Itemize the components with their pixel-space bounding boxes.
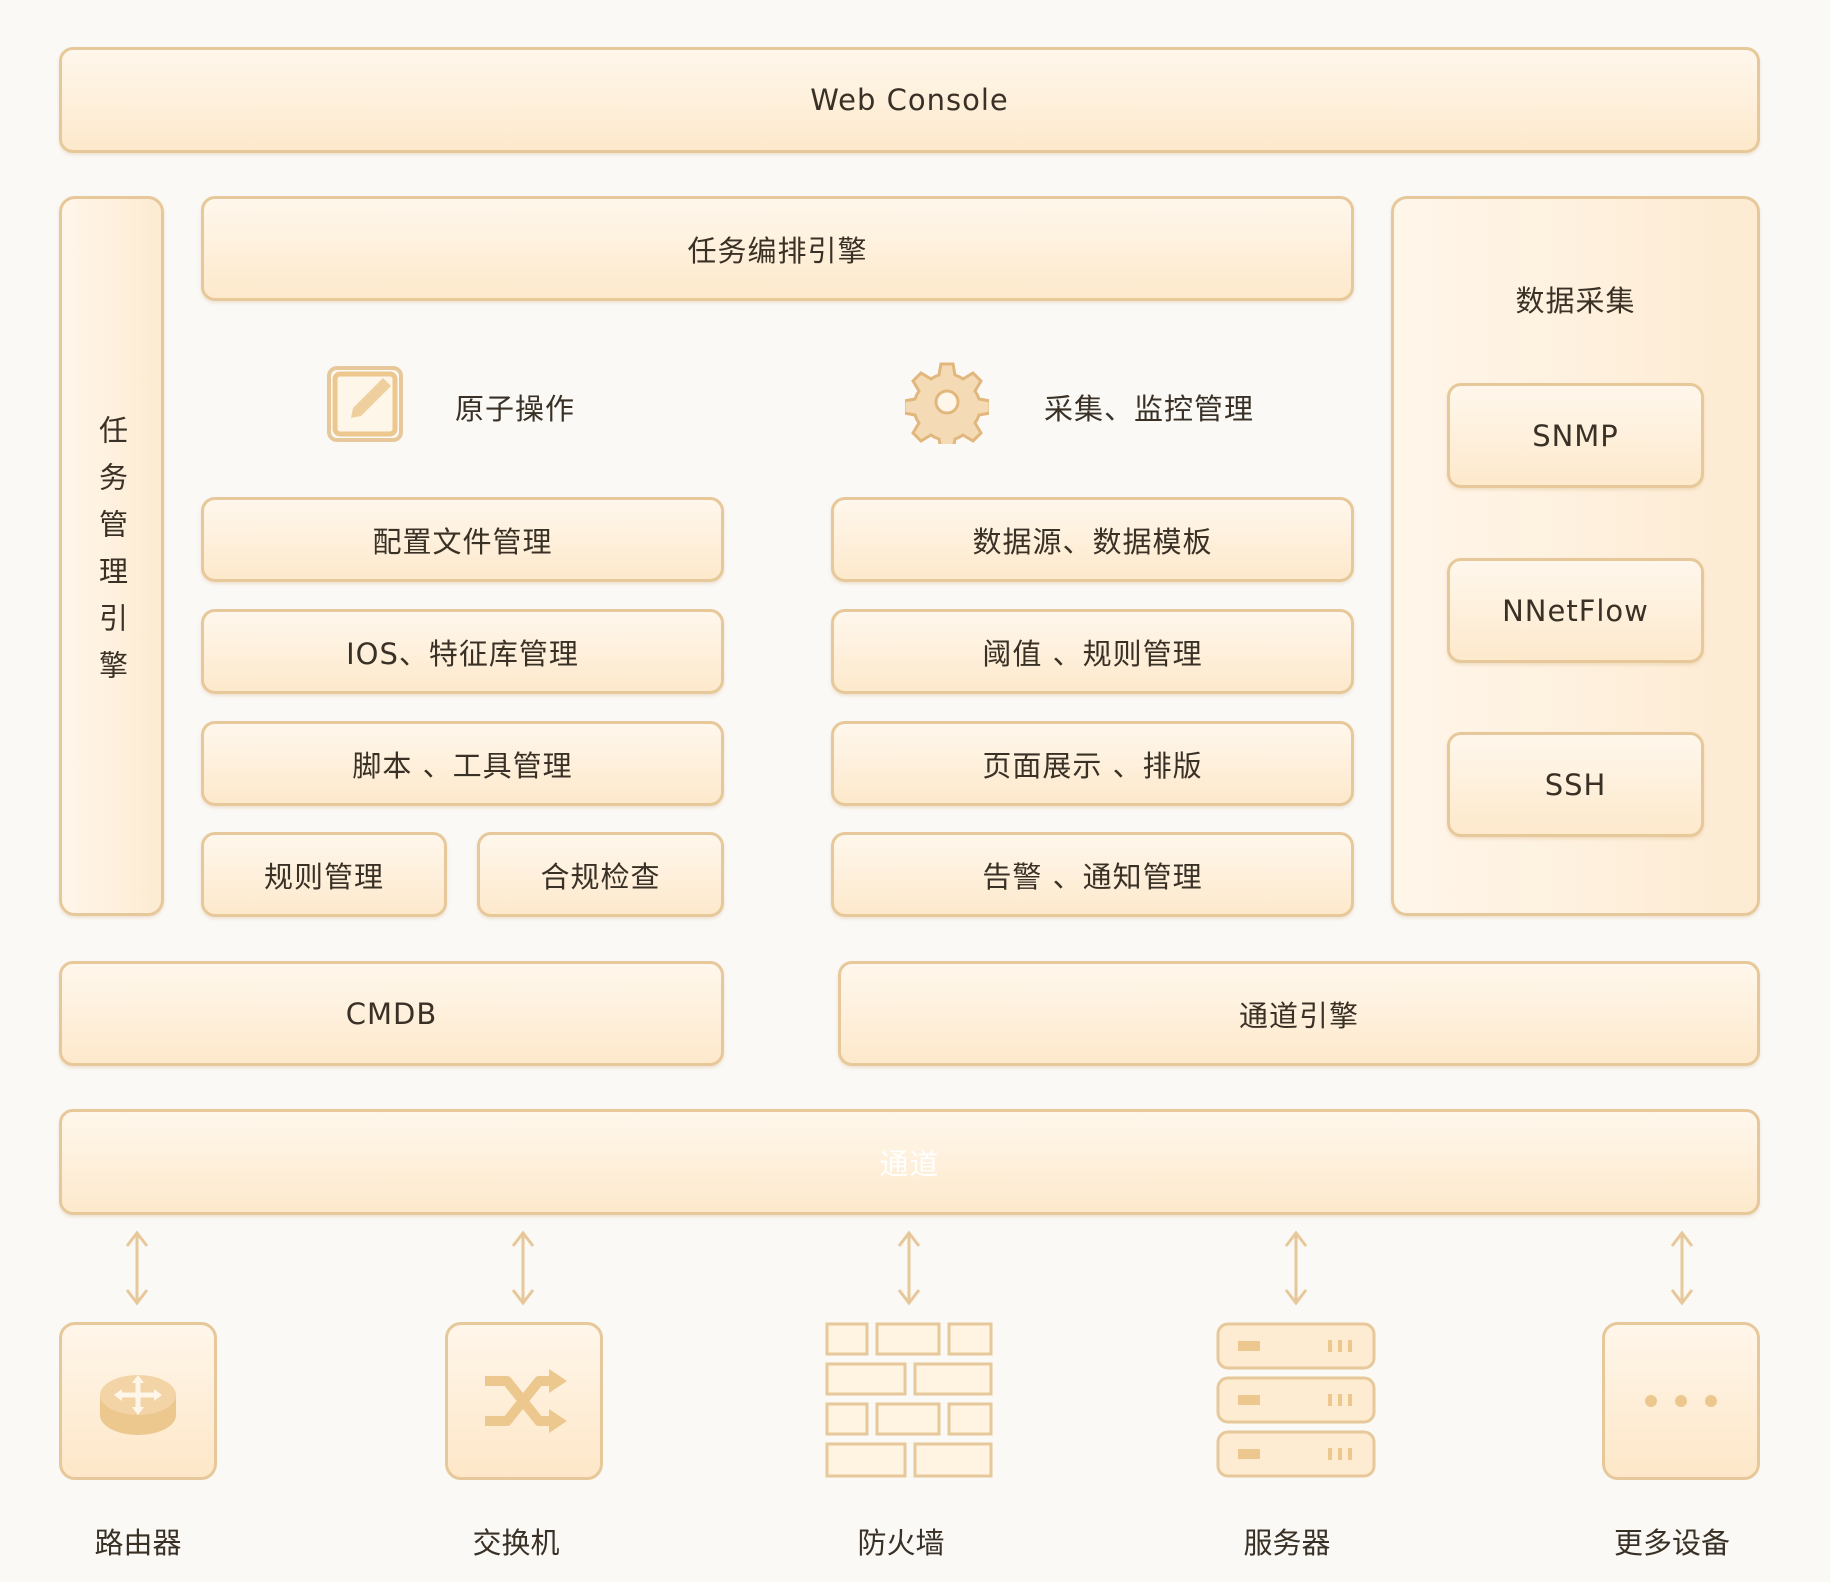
alert-notification-label: 告警 、通知管理 xyxy=(982,859,1203,894)
more-devices-label: 更多设备 xyxy=(1613,1526,1730,1560)
web-console-label: Web Console xyxy=(810,83,1009,117)
ios-feature-library-block: IOS、特征库管理 xyxy=(201,609,724,694)
config-file-management-label: 配置文件管理 xyxy=(372,524,553,559)
tunnel-label: 通道 xyxy=(879,1147,940,1181)
ssh-block: SSH xyxy=(1447,732,1704,837)
task-management-engine-label: 任务管理引擎 xyxy=(94,415,129,697)
edit-icon xyxy=(323,360,409,446)
cmdb-label: CMDB xyxy=(345,996,438,1031)
collection-monitoring-label: 采集、监控管理 xyxy=(1044,392,1255,426)
bidirectional-arrow-icon xyxy=(511,1230,535,1306)
data-source-template-block: 数据源、数据模板 xyxy=(831,497,1354,582)
task-management-engine-panel xyxy=(59,196,164,916)
script-tool-management-label: 脚本 、工具管理 xyxy=(352,748,573,783)
atomic-operations-label: 原子操作 xyxy=(455,392,576,426)
web-console-block: Web Console xyxy=(59,47,1760,153)
rule-management-label: 规则管理 xyxy=(263,859,384,894)
netflow-block: NNetFlow xyxy=(1447,558,1704,663)
bidirectional-arrow-icon xyxy=(1284,1230,1308,1306)
page-display-layout-block: 页面展示 、排版 xyxy=(831,721,1354,806)
rule-management-block: 规则管理 xyxy=(201,832,447,917)
server-label: 服务器 xyxy=(1243,1526,1331,1560)
router-label: 路由器 xyxy=(94,1526,182,1560)
bidirectional-arrow-icon xyxy=(1670,1230,1694,1306)
data-source-template-label: 数据源、数据模板 xyxy=(972,524,1213,559)
script-tool-management-block: 脚本 、工具管理 xyxy=(201,721,724,806)
switch-icon xyxy=(479,1361,569,1441)
ssh-label: SSH xyxy=(1544,767,1607,802)
task-orchestration-engine-block: 任务编排引擎 xyxy=(201,196,1354,301)
server-icon xyxy=(1216,1322,1376,1480)
channel-engine-block: 通道引擎 xyxy=(838,961,1760,1066)
channel-engine-label: 通道引擎 xyxy=(1238,998,1359,1033)
gear-icon xyxy=(905,360,989,444)
tunnel-block: 通道 xyxy=(59,1109,1760,1215)
snmp-block: SNMP xyxy=(1447,383,1704,488)
bidirectional-arrow-icon xyxy=(125,1230,149,1306)
netflow-label: NNetFlow xyxy=(1502,593,1649,628)
alert-notification-block: 告警 、通知管理 xyxy=(831,832,1354,917)
threshold-rule-block: 阈值 、规则管理 xyxy=(831,609,1354,694)
threshold-rule-label: 阈值 、规则管理 xyxy=(982,636,1203,671)
task-management-engine-label-wrap: 任务管理引擎 xyxy=(59,196,164,916)
switch-device xyxy=(445,1322,603,1480)
firewall-label: 防火墙 xyxy=(857,1526,945,1560)
snmp-label: SNMP xyxy=(1532,418,1619,453)
switch-label: 交换机 xyxy=(472,1526,560,1560)
task-orchestration-engine-label: 任务编排引擎 xyxy=(687,233,868,268)
ios-feature-library-label: IOS、特征库管理 xyxy=(346,636,579,671)
data-collection-title: 数据采集 xyxy=(1515,284,1636,318)
page-display-layout-label: 页面展示 、排版 xyxy=(982,748,1203,783)
router-icon xyxy=(96,1359,180,1443)
config-file-management-block: 配置文件管理 xyxy=(201,497,724,582)
compliance-check-label: 合规检查 xyxy=(540,859,661,894)
compliance-check-block: 合规检查 xyxy=(477,832,724,917)
router-device xyxy=(59,1322,217,1480)
more-icon xyxy=(1641,1391,1721,1411)
more-devices-device xyxy=(1602,1322,1760,1480)
cmdb-block: CMDB xyxy=(59,961,724,1066)
bidirectional-arrow-icon xyxy=(897,1230,921,1306)
firewall-icon xyxy=(825,1322,993,1480)
